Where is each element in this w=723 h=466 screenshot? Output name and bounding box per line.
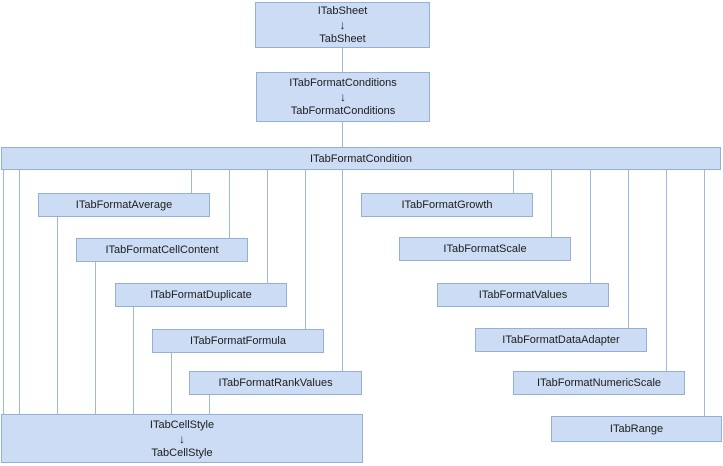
node-label: ITabFormatCellContent bbox=[105, 244, 219, 256]
node-itabsheet: ITabSheet ↓ TabSheet bbox=[255, 2, 430, 48]
node-label: ITabFormatAverage bbox=[75, 199, 173, 211]
node-itabformatcondition: ITabFormatCondition bbox=[1, 147, 721, 170]
connector-hub-to-average bbox=[191, 170, 192, 193]
connector-hub-to-formula bbox=[305, 170, 306, 329]
node-label: TabCellStyle bbox=[151, 446, 213, 459]
connector-conditions-to-condition bbox=[342, 122, 343, 147]
connector-duplicate-to-cellstyle bbox=[133, 307, 134, 414]
node-label: ITabFormatNumericScale bbox=[536, 377, 662, 389]
node-itabformatconditions: ITabFormatConditions ↓ TabFormatConditio… bbox=[256, 72, 430, 122]
node-label: ITabFormatDuplicate bbox=[150, 289, 252, 301]
connector-hub-to-dataadapter bbox=[628, 170, 629, 328]
node-label: ITabRange bbox=[609, 423, 664, 435]
node-itabformatduplicate: ITabFormatDuplicate bbox=[115, 283, 287, 307]
node-label: ITabFormatFormula bbox=[190, 335, 286, 347]
node-label: ITabFormatGrowth bbox=[401, 199, 493, 211]
connector-hub-to-values bbox=[590, 170, 591, 283]
node-itabformatrankvalues: ITabFormatRankValues bbox=[189, 371, 362, 395]
node-label: ITabFormatConditions bbox=[289, 77, 397, 89]
connector-hub-to-cellcontent bbox=[229, 170, 230, 238]
connector-hub-to-range bbox=[704, 170, 705, 416]
node-label: ITabFormatValues bbox=[478, 289, 568, 301]
node-itabformatcellcontent: ITabFormatCellContent bbox=[76, 238, 248, 262]
down-arrow-icon: ↓ bbox=[179, 431, 185, 446]
node-itabformatnumericscale: ITabFormatNumericScale bbox=[513, 371, 685, 395]
node-itabformatvalues: ITabFormatValues bbox=[437, 283, 609, 307]
node-itabformatgrowth: ITabFormatGrowth bbox=[361, 193, 533, 217]
connector-rankvalues-to-cellstyle bbox=[209, 395, 210, 414]
node-itabcellstyle: ITabCellStyle ↓ TabCellStyle bbox=[1, 414, 363, 463]
connector-hub-to-growth bbox=[513, 170, 514, 193]
node-label: ITabCellStyle bbox=[149, 418, 215, 431]
connector-hub-to-duplicate bbox=[267, 170, 268, 283]
connector-formula-to-cellstyle bbox=[171, 353, 172, 414]
connector-cellcontent-to-cellstyle bbox=[95, 262, 96, 414]
connector-hub-to-cellstyle-a bbox=[3, 170, 4, 414]
node-itabformatdataadapter: ITabFormatDataAdapter bbox=[475, 328, 647, 352]
node-label: ITabSheet bbox=[317, 5, 368, 17]
down-arrow-icon: ↓ bbox=[339, 18, 346, 32]
connector-hub-to-numericscale bbox=[666, 170, 667, 371]
node-itabformatscale: ITabFormatScale bbox=[399, 237, 571, 261]
node-label: ITabFormatCondition bbox=[309, 152, 413, 165]
connector-hub-to-scale bbox=[551, 170, 552, 237]
node-label: ITabFormatDataAdapter bbox=[502, 334, 620, 346]
connector-average-to-cellstyle bbox=[57, 217, 58, 414]
down-arrow-icon: ↓ bbox=[340, 90, 346, 104]
connector-hub-to-rankvalues bbox=[342, 170, 343, 371]
node-itabrange: ITabRange bbox=[551, 416, 722, 442]
node-itabformatformula: ITabFormatFormula bbox=[152, 329, 324, 353]
node-label: ITabFormatRankValues bbox=[218, 377, 333, 389]
node-label: TabSheet bbox=[319, 33, 366, 45]
connector-tabsheet-to-conditions bbox=[342, 48, 343, 72]
node-label: TabFormatConditions bbox=[290, 105, 396, 117]
node-label: ITabFormatScale bbox=[443, 243, 527, 255]
connector-hub-to-cellstyle-b bbox=[19, 170, 20, 414]
node-itabformataverage: ITabFormatAverage bbox=[38, 193, 210, 217]
